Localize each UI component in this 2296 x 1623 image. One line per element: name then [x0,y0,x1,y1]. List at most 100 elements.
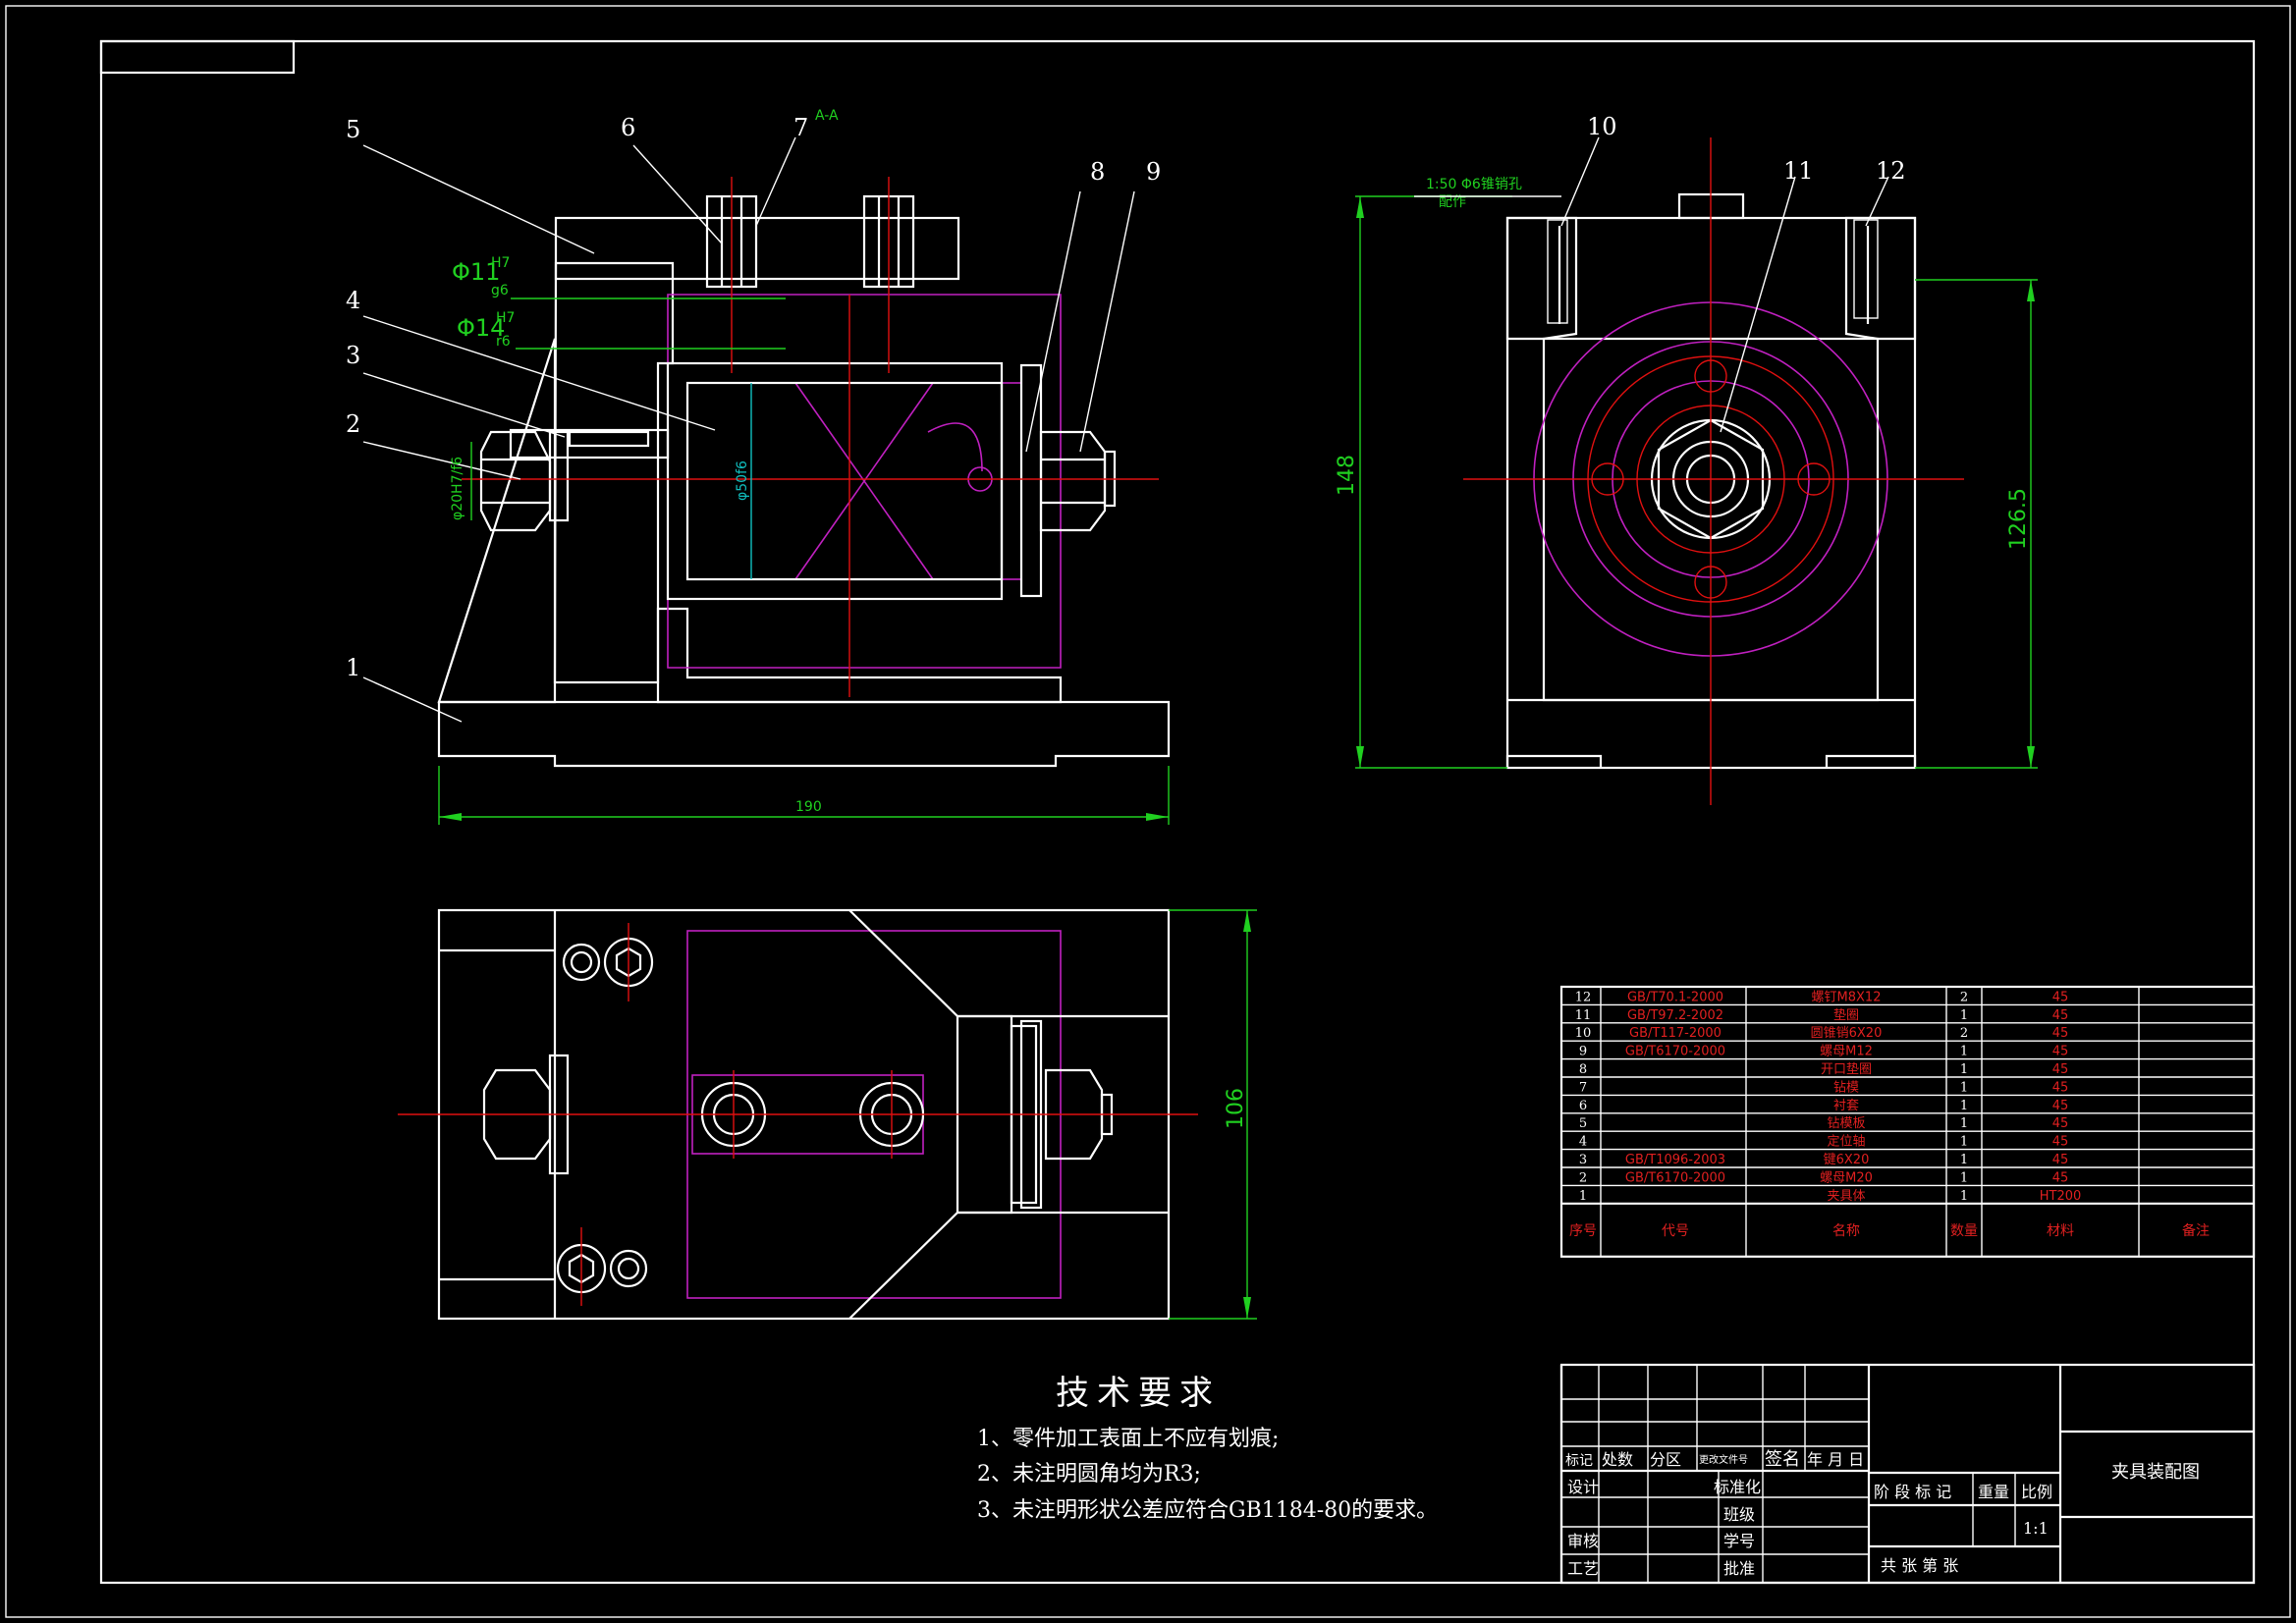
tb-weight: 重量 [1978,1483,2009,1501]
bom-h-qty: 数量 [1950,1223,1978,1239]
tb-sign: 签名 [1765,1449,1800,1470]
note-taper: 1:50 Φ6锥销孔 [1426,177,1522,192]
tb-class: 班级 [1723,1505,1755,1524]
bom-no: 10 [1575,1026,1592,1041]
bom-name: 螺母M12 [1820,1045,1873,1059]
tech-line-1: 1、零件加工表面上不应有划痕; [977,1427,1279,1451]
balloon-1: 1 [346,654,360,681]
title-block: 标记 处数 分区 更改文件号 签名 年 月 日 设计 标准化 班级 审核 学号 … [1559,1363,2256,1585]
fit-phi20: φ20H7/f6 [450,457,465,520]
bom-no: 2 [1579,1170,1587,1185]
balloon-2: 2 [346,410,360,438]
bom-code: GB/T97.2-2002 [1627,1008,1723,1023]
side-view [1463,137,1964,805]
fit-phi14-dn: r6 [496,334,511,350]
bom-code: GB/T70.1-2000 [1627,990,1723,1004]
bom-qty: 1 [1960,1080,1968,1095]
sheet-border [5,5,2291,1618]
bom-qty: 1 [1960,1008,1968,1023]
bom-no: 5 [1579,1116,1587,1131]
bom-mat: 45 [2052,1099,2069,1113]
bom-no: 7 [1579,1080,1587,1095]
fit-phi11-up: H7 [491,255,510,271]
front-section-view [437,177,1171,768]
bom-mat: 45 [2052,990,2069,1004]
tb-scale: 比例 [2021,1483,2052,1501]
tb-scale-val: 1:1 [2023,1519,2049,1538]
fit-phi11-dn: g6 [491,283,509,298]
fit-annotations: Φ11 H7 g6 Φ14 H7 r6 φ20H7/f6 φ50f6 [450,255,786,579]
bom-qty: 1 [1960,1189,1968,1204]
bom-mat: 45 [2052,1026,2069,1041]
balloon-7: 7 [793,114,808,141]
tb-stage: 阶 段 标 记 [1874,1483,1951,1501]
dim-190-text: 190 [795,799,822,815]
bom-qty: 1 [1960,1045,1968,1059]
fit-phi11-base: Φ11 [452,258,500,286]
tb-count: 处数 [1602,1450,1633,1469]
bom-code: GB/T117-2000 [1629,1026,1722,1041]
tb-mark: 标记 [1565,1453,1593,1469]
bom-no: 8 [1579,1062,1587,1077]
bom-mat: 45 [2052,1135,2069,1150]
bom-mat: 45 [2052,1008,2069,1023]
balloon-labels-side: 10 11 12 [1560,113,1906,433]
bom-h-name: 名称 [1832,1223,1860,1239]
bom-no: 1 [1579,1189,1587,1204]
tb-sheets: 共 张 第 张 [1881,1556,1958,1575]
bom-name: 定位轴 [1827,1135,1865,1150]
balloon-12: 12 [1876,157,1906,185]
tb-date: 年 月 日 [1807,1450,1864,1469]
tb-student-no: 学号 [1723,1532,1755,1550]
bom-mat: 45 [2052,1153,2069,1167]
bom-qty: 2 [1960,1026,1968,1041]
tech-line-3: 3、未注明形状公差应符合GB1184-80的要求。 [977,1498,1438,1523]
bom-mat: 45 [2052,1116,2069,1131]
note-taper2: 配作 [1439,194,1466,210]
bom-name: 钻模 [1833,1080,1859,1095]
frame-border [99,39,2256,1585]
dim-106-text: 106 [1224,1088,1248,1129]
balloon-10: 10 [1587,113,1617,140]
bom-name: 开口垫圈 [1821,1061,1872,1077]
bom-name: 夹具体 [1827,1189,1865,1204]
side-dims: 148 126.5 1:50 Φ6锥销孔 配作 [1335,177,2038,769]
bom-mat: 45 [2052,1062,2069,1077]
dim-148: 148 [1335,455,1359,496]
dim-190: 190 [438,766,1170,825]
bom-qty: 1 [1960,1170,1968,1185]
tb-zone: 分区 [1650,1450,1681,1469]
tb-approve: 批准 [1723,1559,1755,1578]
bom-qty: 1 [1960,1135,1968,1150]
tb-drawing-name: 夹具装配图 [2111,1462,2200,1483]
section-mark: A-A [815,108,839,124]
balloon-leaders-front [362,136,1135,723]
tb-process: 工艺 [1567,1559,1599,1578]
tech-requirements: 技术要求 1、零件加工表面上不应有划痕; 2、未注明圆角均为R3; 3、未注明形… [977,1374,1438,1523]
bom-no: 3 [1579,1153,1587,1167]
fit-phi14-base: Φ14 [457,314,505,342]
bom-name: 垫圈 [1833,1007,1859,1023]
fit-phi14-up: H7 [496,310,515,326]
tech-title: 技术要求 [1056,1374,1221,1413]
bom-frame [1559,985,2256,1258]
balloon-labels-front: 5 4 3 2 1 6 7 8 9 A-A [346,108,1161,681]
tb-doc: 更改文件号 [1699,1453,1748,1466]
bom-qty: 2 [1960,990,1968,1004]
bom-name: 钻模板 [1827,1116,1865,1131]
bom-qty: 1 [1960,1099,1968,1113]
bom-h-code: 代号 [1662,1223,1689,1239]
bom-name: 键6X20 [1824,1153,1870,1167]
bom-name: 螺母M20 [1820,1170,1873,1185]
balloon-9: 9 [1146,158,1161,186]
balloon-3: 3 [346,342,360,369]
tb-design: 设计 [1567,1478,1599,1496]
bom-no: 6 [1579,1099,1587,1113]
bom-code: GB/T6170-2000 [1625,1045,1725,1059]
bom-qty: 1 [1960,1153,1968,1167]
bom-mat: 45 [2052,1045,2069,1059]
balloon-6: 6 [621,114,635,141]
bom-code: GB/T6170-2000 [1625,1170,1725,1185]
tech-line-2: 2、未注明圆角均为R3; [977,1462,1201,1487]
